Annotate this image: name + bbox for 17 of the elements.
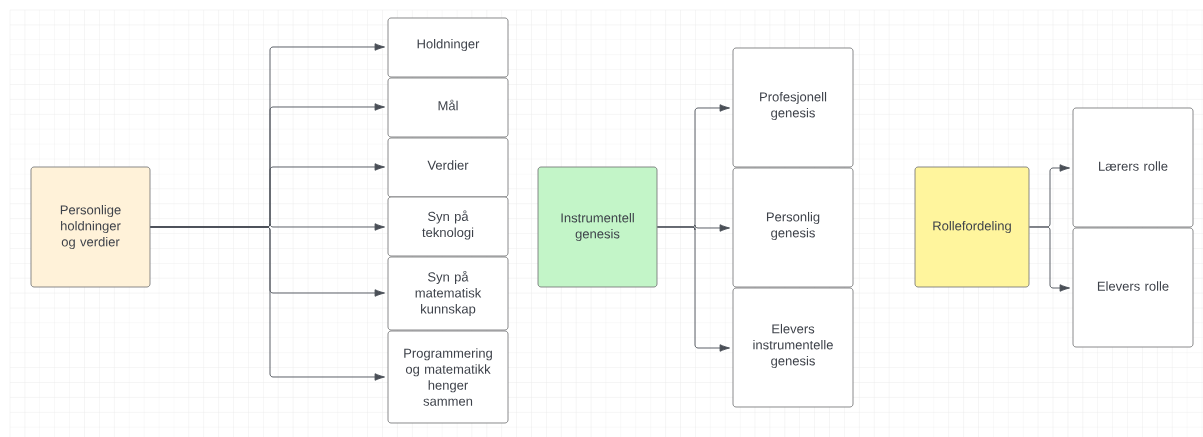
- concept-box: Syn på matematisk kunnskap: [387, 256, 509, 331]
- concept-box: Lærers rolle: [1072, 107, 1194, 228]
- concept-box: Personlig genesis: [732, 167, 854, 288]
- concept-box: Holdninger: [387, 17, 509, 78]
- concept-box: Mål: [387, 77, 509, 138]
- arrow: [656, 226, 730, 352]
- arrow: [149, 226, 385, 381]
- concept-box: Elevers rolle: [1072, 227, 1194, 348]
- category-box: Instrumentell genesis: [537, 166, 658, 288]
- concept-box: Verdier: [387, 137, 509, 198]
- concept-box: Profesjonell genesis: [732, 47, 854, 168]
- concept-box: Syn på teknologi: [387, 196, 509, 257]
- category-box: Personlige holdninger og verdier: [30, 166, 151, 288]
- concept-box: Programmering og matematikk henger sammen: [387, 330, 509, 424]
- concept-box: Elevers instrumentelle genesis: [732, 287, 854, 408]
- arrow: [1028, 226, 1070, 292]
- category-box: Rollefordeling: [914, 166, 1030, 288]
